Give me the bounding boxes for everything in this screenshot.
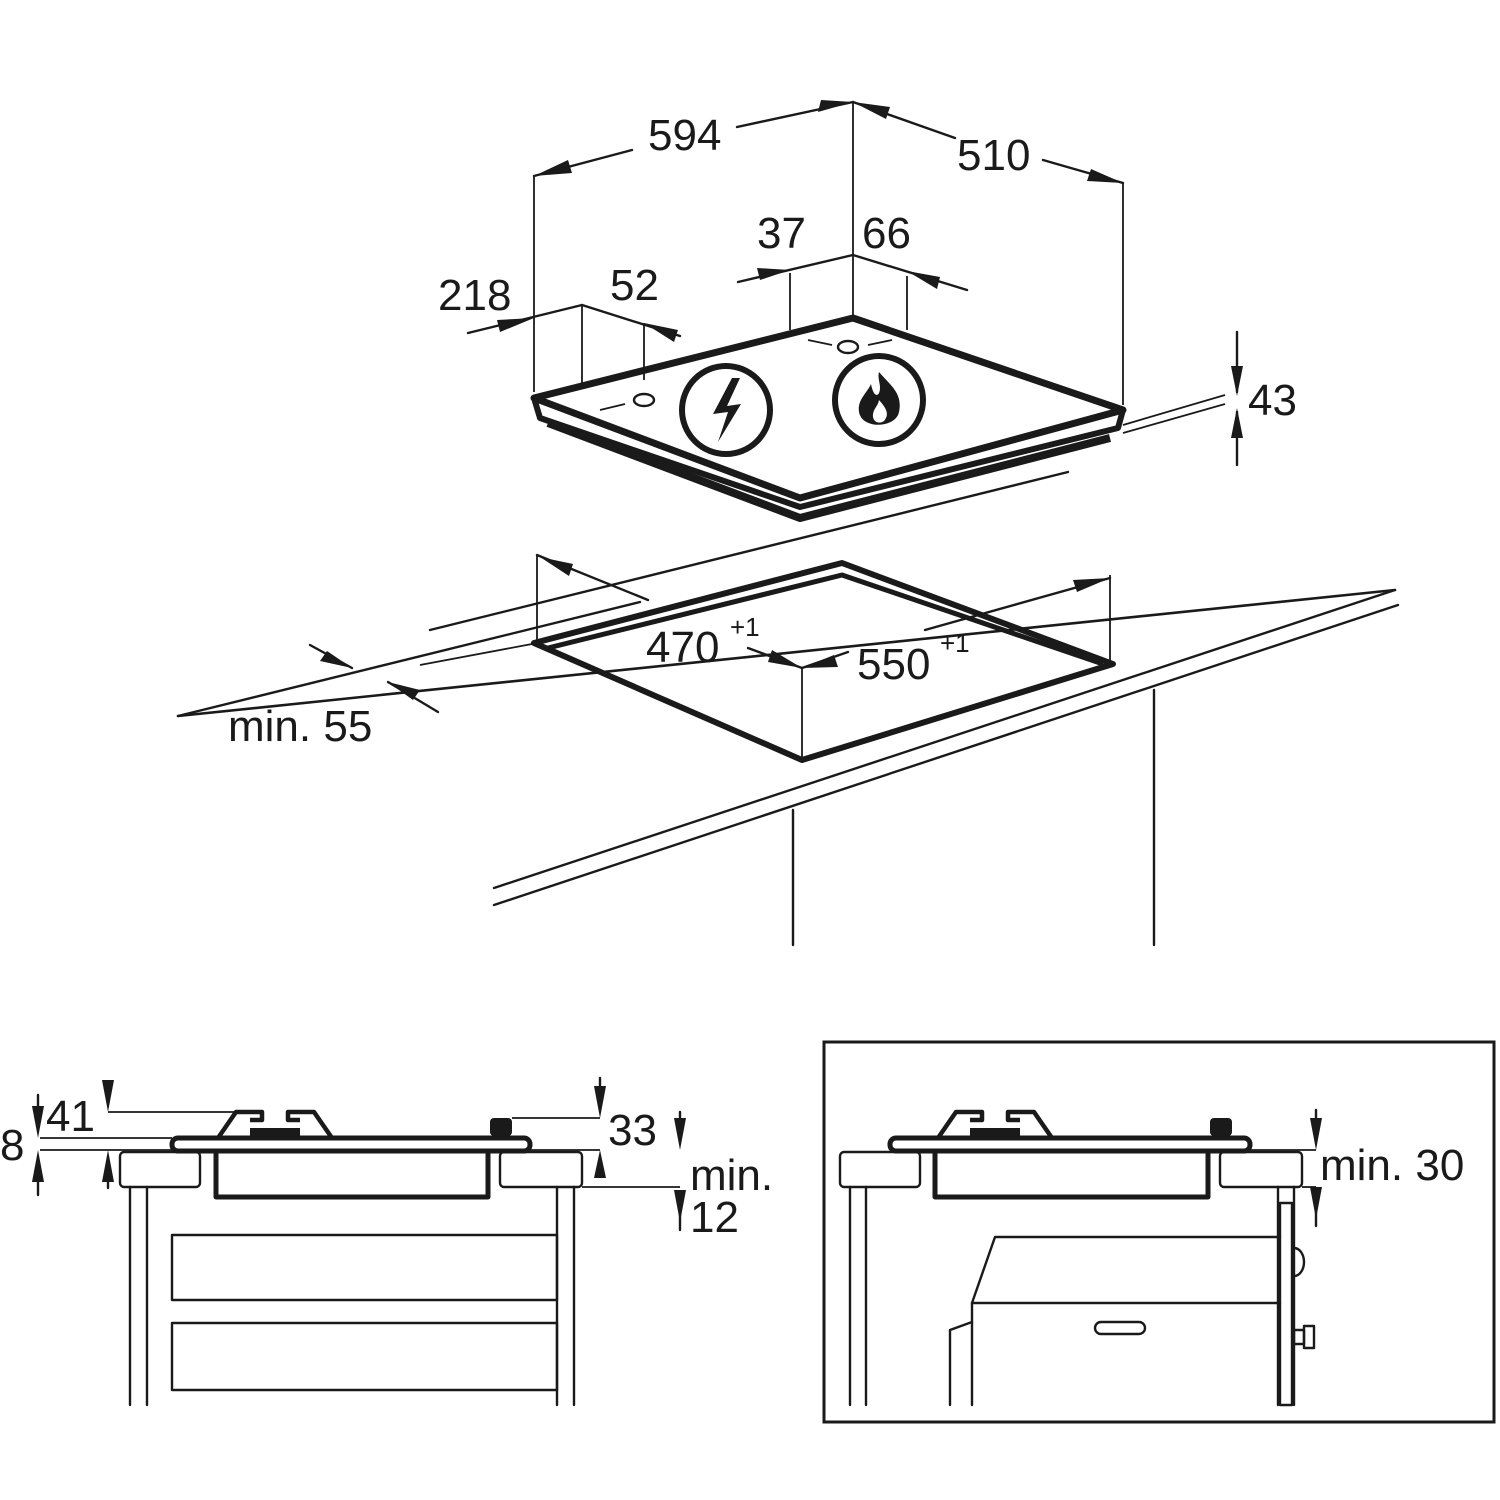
worktop-block-left	[118, 1150, 202, 1189]
side-dim-min30-label: min. 30	[1320, 1141, 1464, 1190]
min55-guide	[419, 643, 533, 666]
worktop-block-right	[498, 1150, 584, 1189]
dim-cutout-depth-label: 470	[646, 623, 719, 672]
dim-depth-label: 510	[957, 131, 1030, 180]
arrowhead	[818, 100, 853, 112]
dash-mark	[589, 379, 616, 386]
worktop-edge-left	[176, 600, 642, 718]
arrowhead	[388, 682, 420, 700]
side-view-left	[32, 1076, 686, 1407]
side-dim-min-label: min.	[690, 1151, 773, 1200]
arrowhead	[1310, 1118, 1322, 1150]
hob-underside	[546, 419, 1111, 522]
side-dim-12-label: 12	[690, 1193, 739, 1242]
arrowhead	[1310, 1187, 1322, 1219]
arrowhead	[802, 655, 838, 668]
dim-right-knob-b-label: 66	[862, 209, 911, 258]
worktop-front-edge-a	[492, 588, 1397, 890]
dim-width-label: 594	[648, 111, 721, 160]
oven-knob-upper	[1292, 1246, 1306, 1278]
worktop-cutout	[176, 470, 1400, 947]
worktop-block-left	[838, 1150, 922, 1189]
worktop-block-right	[1218, 1150, 1304, 1189]
hob-body-box	[932, 1152, 1211, 1200]
hob-perspective	[466, 100, 1243, 522]
dim-37-line	[736, 253, 855, 284]
control-knob	[1210, 1118, 1232, 1136]
hob-glass	[887, 1135, 1253, 1154]
worktop-back-edge	[176, 588, 1397, 718]
dim-left-offset-label: 218	[438, 271, 511, 320]
knob-right	[836, 339, 860, 355]
dim-right-knob-a-label: 37	[757, 209, 806, 258]
dim-cutout-width-label: 550	[857, 640, 930, 689]
pan-support-right	[1005, 1109, 1054, 1140]
hob-glass	[169, 1135, 533, 1154]
pan-support-left	[216, 1109, 265, 1140]
arrowhead	[497, 318, 534, 332]
arrowhead	[102, 1080, 114, 1112]
arrowhead	[644, 323, 678, 342]
side-view-right	[822, 1040, 1496, 1424]
arrowhead	[534, 160, 572, 176]
hob-body-box	[213, 1152, 491, 1200]
cutout-outline	[531, 560, 1116, 763]
worktop-front-edge-b	[492, 603, 1400, 907]
arrowhead	[102, 1150, 114, 1182]
hob-edge	[531, 397, 1126, 510]
oven-knob	[1302, 1324, 1316, 1350]
knob-left	[632, 392, 656, 408]
side-dim-8-label: 8	[0, 1121, 24, 1170]
ext-line-43-b	[1122, 403, 1226, 434]
oven-handle-side	[948, 1320, 974, 1407]
dash-mark	[807, 339, 833, 346]
dash-mark	[599, 403, 626, 411]
burner	[250, 1128, 300, 1138]
drawer-bottom	[170, 1321, 559, 1392]
cutout-inner	[547, 572, 1104, 667]
burner	[970, 1128, 1020, 1138]
arrowhead	[320, 651, 352, 668]
side-dim-33-label: 33	[608, 1106, 657, 1155]
dim-cutout-width-tolerance: +1	[940, 628, 970, 658]
ext-line-43-a	[1122, 394, 1226, 426]
arrowhead	[32, 1150, 44, 1182]
dim-height-label: 43	[1248, 376, 1297, 425]
pan-support-left	[936, 1109, 985, 1140]
electric-bolt-icon	[679, 363, 773, 457]
arrowhead	[757, 268, 790, 280]
oven-handle	[1093, 1320, 1147, 1336]
side-dim-41-label: 41	[46, 1092, 95, 1141]
arrowhead	[1087, 169, 1123, 183]
dash-mark	[867, 339, 893, 346]
control-knob	[490, 1118, 512, 1136]
arrowhead	[594, 1086, 606, 1118]
arrowhead	[1231, 408, 1243, 438]
arrowhead	[674, 1118, 686, 1150]
oven-top	[970, 1235, 1282, 1305]
oven-panel	[1278, 1201, 1294, 1407]
arrowhead	[768, 650, 802, 668]
oven-knob-stem	[1292, 1328, 1306, 1346]
arrowhead	[674, 1190, 686, 1222]
drawer-top	[170, 1233, 559, 1302]
dim-left-knob-label: 52	[610, 261, 659, 310]
gas-flame-icon	[832, 353, 926, 447]
arrowhead	[594, 1150, 606, 1178]
arrowhead	[1231, 366, 1243, 396]
dim-front-min-label: min. 55	[228, 702, 372, 751]
frame	[822, 1040, 1496, 1424]
arrowhead	[853, 102, 890, 119]
arrowhead	[32, 1106, 44, 1138]
arrowhead	[540, 557, 573, 576]
arrowhead	[1073, 578, 1110, 592]
arrowhead	[907, 271, 940, 289]
pan-support-right	[285, 1109, 334, 1140]
dim-cutout-depth-tolerance: +1	[730, 612, 760, 642]
